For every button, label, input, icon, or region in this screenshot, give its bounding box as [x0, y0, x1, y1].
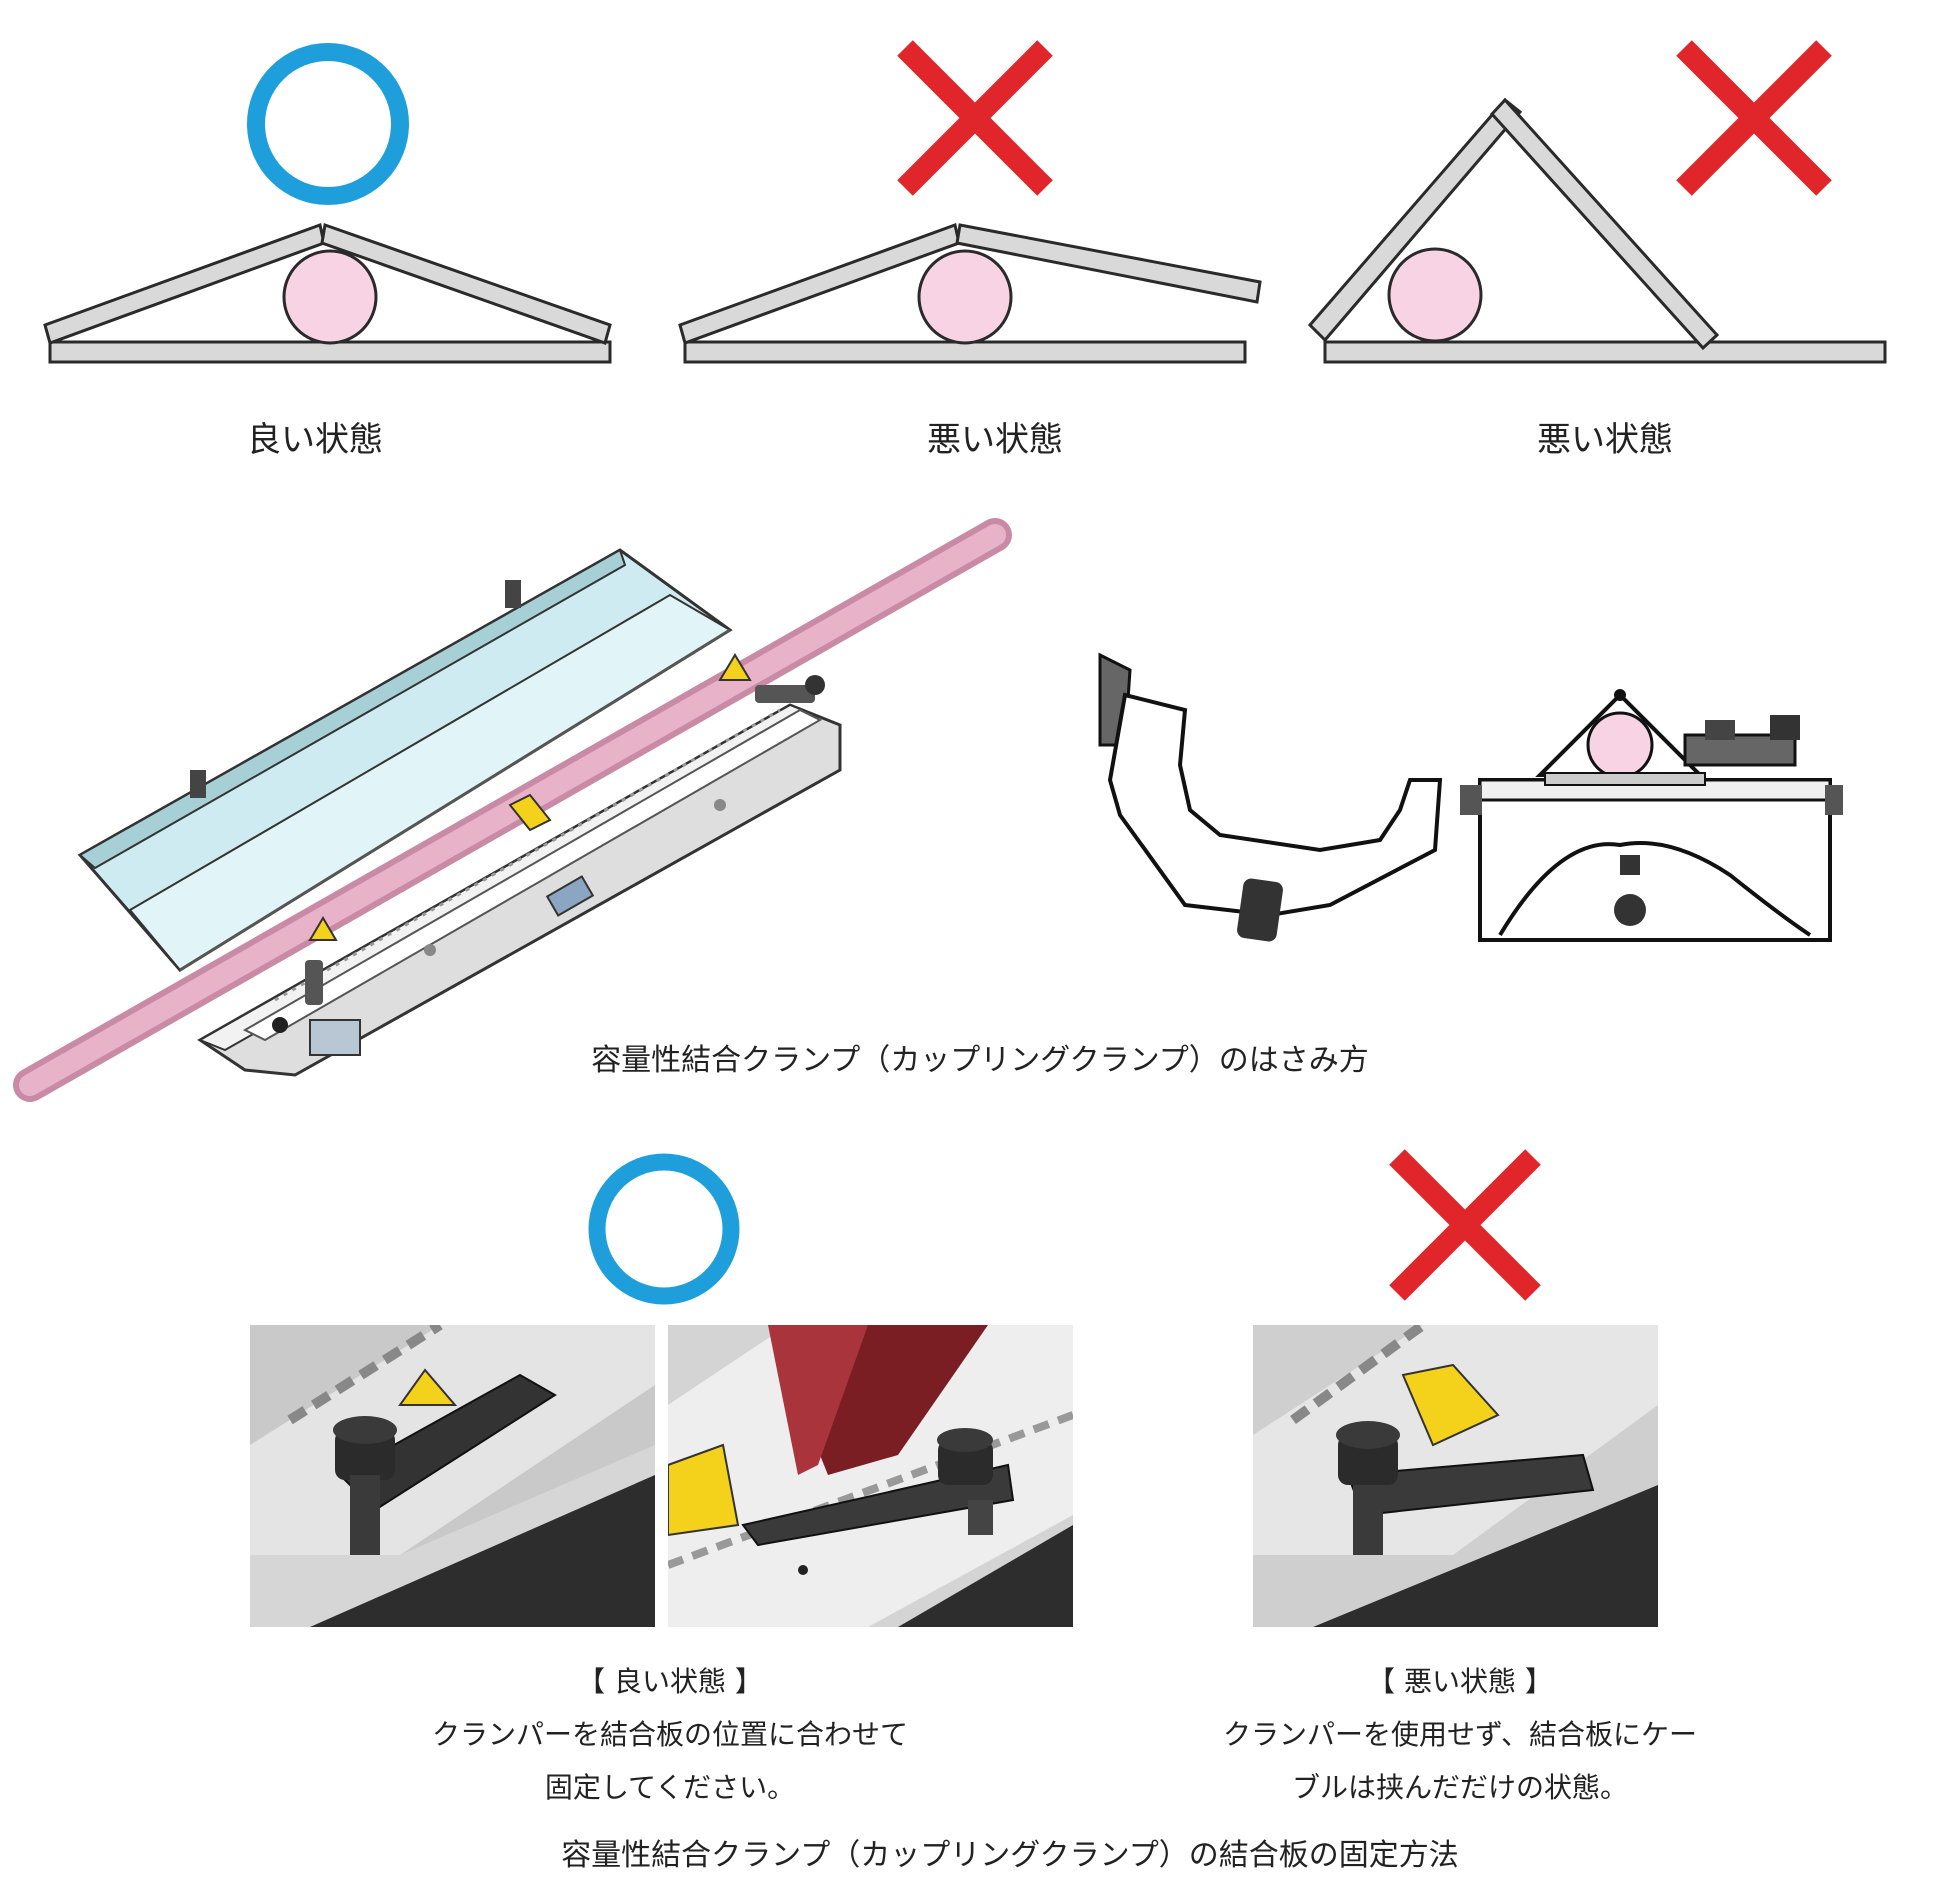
good-circle-mark-icon-bottom	[588, 1153, 740, 1305]
bad-cross-mark-icon-bottom	[1389, 1149, 1541, 1301]
good-circle-mark-icon	[247, 43, 409, 205]
label-good-state: 良い状態	[247, 420, 383, 460]
photo-good-clamper-2	[668, 1325, 1073, 1627]
bad-state-line-2: ブルは挟んだだけの状態。	[1291, 1771, 1628, 1805]
label-bad-state-2: 悪い状態	[1537, 420, 1673, 460]
bad-cross-mark-icon-1	[897, 40, 1053, 196]
good-state-title: 【 良い状態 】	[577, 1665, 763, 1698]
label-bad-state-1: 悪い状態	[927, 420, 1063, 460]
bad-state-line-1: クランパーを使用せず、結合板にケー	[1222, 1718, 1698, 1752]
diagram-good-clamp	[43, 222, 612, 364]
coupling-clamp-illustration	[13, 518, 1012, 1102]
photo-good-clamper-1	[250, 1325, 655, 1627]
clamp-cross-section-diagram	[1098, 652, 1843, 942]
good-state-line-2: 固定してください。	[544, 1771, 796, 1805]
good-state-description: 【 良い状態 】 クランパーを結合板の位置に合わせて 固定してください。	[380, 1655, 960, 1815]
photo-bad-clamper	[1253, 1325, 1658, 1627]
caption-coupling-plate-fixing: 容量性結合クランプ（カップリングクランプ）の結合板の固定方法	[561, 1838, 1459, 1873]
caption-clamp-insertion: 容量性結合クランプ（カップリングクランプ）のはさみ方	[591, 1043, 1369, 1078]
bad-state-title: 【 悪い状態 】	[1367, 1665, 1553, 1698]
diagram-bad-clamp-open	[678, 223, 1262, 364]
diagram-bad-clamp-tent	[1307, 97, 1887, 364]
bad-state-description: 【 悪い状態 】 クランパーを使用せず、結合板にケー ブルは挟んだだけの状態。	[1170, 1655, 1750, 1815]
good-state-line-1: クランパーを結合板の位置に合わせて	[431, 1718, 908, 1752]
bad-cross-mark-icon-2	[1676, 40, 1832, 196]
